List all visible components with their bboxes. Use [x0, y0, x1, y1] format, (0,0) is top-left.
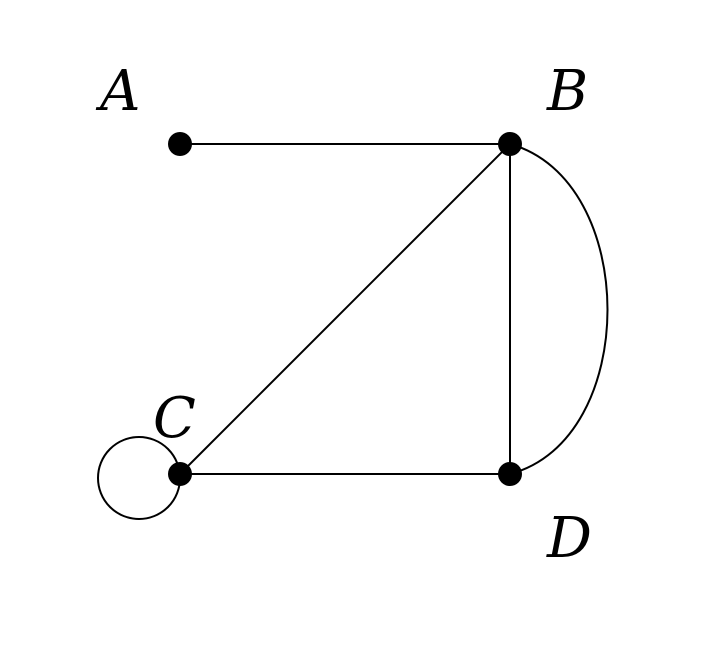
edge-B-D-curved: [509, 143, 609, 475]
vertex-b: [498, 132, 522, 156]
vertices: [168, 132, 522, 486]
edge-B-C-straight: [179, 143, 511, 475]
vertex-c: [168, 462, 192, 486]
vertex-d: [498, 462, 522, 486]
edges: [97, 143, 609, 520]
vertex-label-d: D: [546, 506, 592, 571]
vertex-a: [168, 132, 192, 156]
vertex-label-b: B: [546, 59, 588, 124]
vertex-label-a: A: [95, 59, 140, 124]
vertex-label-c: C: [153, 386, 196, 451]
